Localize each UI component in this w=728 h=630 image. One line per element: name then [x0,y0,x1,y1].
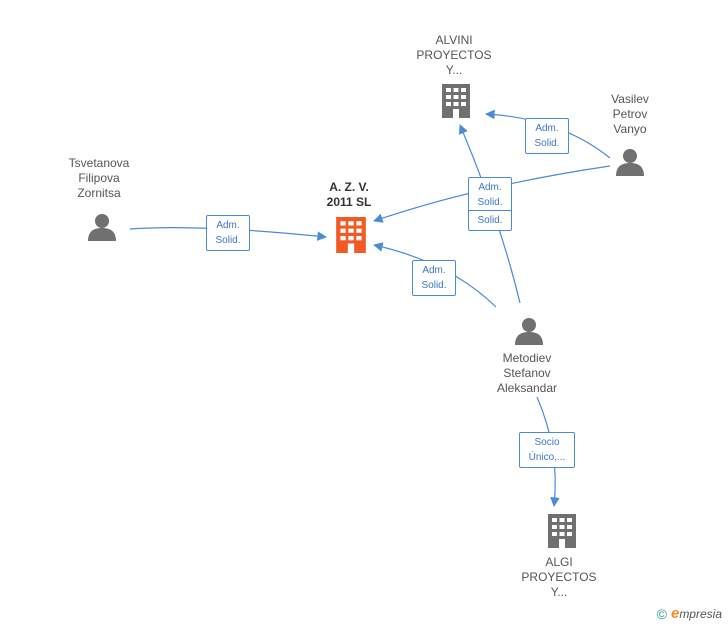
empresia-footer: © e mpresia [657,605,722,622]
edge-label-metodiev-alvini: Solid. [468,210,512,231]
vasilev-person-icon[interactable] [616,149,644,176]
empresia-logo-initial: e [670,605,680,622]
edge-label-tsvetanova-main: Adm. Solid. [206,215,250,251]
main-company-building-icon[interactable] [336,217,366,253]
main-company-label[interactable]: A. Z. V. 2011 SL [326,180,372,209]
algi-label[interactable]: ALGI PROYECTOS Y... [521,555,597,599]
tsvetanova-person-icon[interactable] [88,214,116,241]
edge-label-metodiev-main: Adm. Solid. [412,260,456,296]
edge-label-vasilev-main: Adm. Solid. [468,177,512,213]
empresia-logo-text: mpresia [679,606,722,621]
tsvetanova-label[interactable]: Tsvetanova Filipova Zornitsa [68,156,130,200]
alvini-label[interactable]: ALVINI PROYECTOS Y... [416,33,492,77]
algi-building-icon[interactable] [548,514,576,548]
metodiev-label[interactable]: Metodiev Stefanov Aleksandar [496,351,558,395]
edge-label-metodiev-algi: Socio Único,... [519,432,575,468]
copyright-icon: © [656,605,667,622]
metodiev-person-icon[interactable] [515,318,543,345]
edge-label-vasilev-alvini: Adm. Solid. [525,118,569,154]
vasilev-label[interactable]: Vasilev Petrov Vanyo [611,92,649,136]
alvini-building-icon[interactable] [442,84,470,118]
